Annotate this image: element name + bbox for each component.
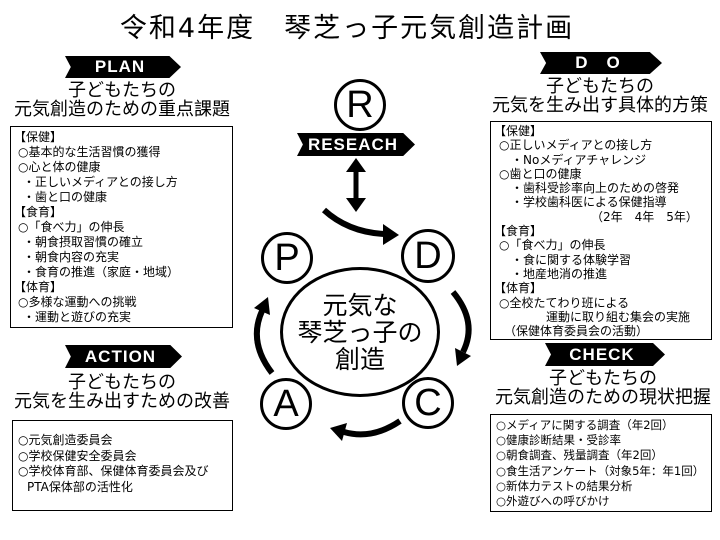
center-goal-ellipse: 元気な 琴芝っ子の 創造 (280, 267, 440, 397)
check-list-item: ○外遊びへの呼びかけ (496, 494, 610, 509)
action-heading: 子どもたちの 元気を生み出すための改善 (0, 373, 244, 411)
check-heading: 子どもたちの 元気創造のための現状把握 (490, 369, 716, 407)
plan-heading-line: 子どもたちの (68, 80, 176, 101)
do-list-item: ○歯と口の健康 (499, 166, 582, 181)
check-heading-line: 子どもたちの (549, 368, 657, 389)
do-to-check-arrow (450, 290, 472, 366)
center-goal-line: 元気な (322, 290, 398, 320)
research-banner: RESEACH (297, 133, 415, 156)
check-circle: C (402, 377, 454, 429)
do-list-subitem: ・食に関する体験学習 (511, 252, 632, 267)
action-improvement-list: ○元気創造委員会 ○学校保健安全委員会 ○学校体育部、保健体育委員会及び PTA… (12, 420, 233, 511)
check-to-action-arrow (330, 418, 402, 441)
do-category-heading: 【保健】 (494, 124, 543, 138)
plan-list-item: ○「食べ力」の伸長 (18, 220, 125, 234)
plan-list-subitem: ・歯と口の健康 (23, 190, 108, 204)
check-list-item: ○メディアに関する調査（年2回） (496, 418, 674, 432)
plan-list-subitem: ・運動と遊びの充実 (23, 310, 132, 324)
plan-list-subitem: ・食育の推進（家庭・地域） (23, 265, 180, 279)
do-heading: 子どもたちの 元気を生み出す具体的方策 (487, 77, 713, 115)
do-heading-line: 元気を生み出す具体的方策 (492, 95, 708, 116)
plan-list-item: ○多様な運動への挑戦 (18, 295, 137, 309)
do-list-subitem: ・学校歯科医による保健指導 (511, 195, 667, 210)
do-list-note: （保健体育委員会の活動） (504, 324, 649, 339)
plan-category-heading: 【食育】 (14, 205, 63, 219)
do-list-subitem: ・Noメディアチャレンジ (511, 152, 647, 167)
do-circle: D (401, 229, 455, 283)
action-list-item: ○学校体育部、保健体育委員会及び (18, 464, 209, 478)
check-list-item: ○朝食調査、残量調査（年2回） (496, 448, 663, 463)
plan-list-item: ○基本的な生活習慣の獲得 (18, 145, 161, 159)
check-heading-line: 元気創造のための現状把握 (495, 387, 711, 408)
do-category-heading: 【食育】 (494, 224, 543, 239)
plan-priority-list: 【保健】 ○基本的な生活習慣の獲得 ○心と体の健康 ・正しいメディアとの接し方 … (10, 126, 233, 328)
do-measures-list: 【保健】 ○正しいメディアとの接し方 ・Noメディアチャレンジ ○歯と口の健康 … (490, 121, 712, 340)
plan-banner: PLAN (65, 56, 181, 78)
research-double-arrow (346, 158, 366, 212)
plan-list-subitem: ・正しいメディアとの接し方 (23, 175, 178, 189)
check-list-item: ○健康診断結果・受診率 (496, 433, 622, 448)
action-heading-line: 元気を生み出すための改善 (14, 391, 230, 412)
check-list-item: ○新体力テストの結果分析 (496, 478, 633, 493)
plan-heading: 子どもたちの 元気創造のための重点課題 (0, 81, 244, 119)
do-list-subitem: ・歯科受診率向上のための啓発 (511, 181, 680, 196)
plan-to-do-arrow (321, 207, 399, 245)
center-goal-line: 創造 (334, 344, 385, 374)
check-banner: CHECK (545, 343, 665, 366)
action-to-plan-arrow (253, 297, 275, 375)
check-list-item: ○食生活アンケート（対象5年：年1回） (496, 463, 705, 478)
do-list-note: （2年 4年 5年） (591, 209, 698, 224)
action-banner: ACTION (65, 345, 182, 368)
do-category-heading: 【体育】 (494, 281, 543, 296)
do-list-item: ○正しいメディアとの接し方 (499, 138, 653, 153)
action-list-item: ○学校保健安全委員会 (18, 448, 137, 463)
do-list-item: ○全校たてわり班による (499, 295, 630, 310)
center-goal-line: 琴芝っ子の (297, 317, 423, 347)
plan-heading-line: 元気創造のための重点課題 (14, 99, 230, 120)
plan-circle: P (261, 232, 313, 284)
plan-list-subitem: ・朝食摂取習慣の確立 (23, 235, 144, 249)
action-list-item: ○元気創造委員会 (18, 433, 113, 447)
plan-category-heading: 【体育】 (14, 280, 63, 294)
page-title: 令和4年度 琴芝っ子元気創造計画 (119, 13, 575, 44)
action-circle: A (260, 378, 312, 430)
do-banner: D O (540, 52, 662, 74)
action-list-item-continuation: PTA保体部の活性化 (27, 479, 133, 494)
check-status-list: ○メディアに関する調査（年2回） ○健康診断結果・受診率 ○朝食調査、残量調査（… (490, 414, 712, 512)
plan-category-heading: 【保健】 (14, 130, 63, 144)
plan-list-item: ○心と体の健康 (18, 160, 101, 174)
do-heading-line: 子どもたちの (546, 76, 654, 97)
do-list-subitem: ・地産地消の推進 (511, 266, 608, 281)
plan-list-subitem: ・朝食内容の充実 (23, 250, 120, 264)
do-list-item-continuation: 運動に取り組む集会の実施 (546, 309, 691, 324)
research-circle: R (334, 79, 386, 131)
do-list-item: ○「食べ力」の伸長 (499, 238, 606, 253)
action-heading-line: 子どもたちの (68, 372, 176, 393)
